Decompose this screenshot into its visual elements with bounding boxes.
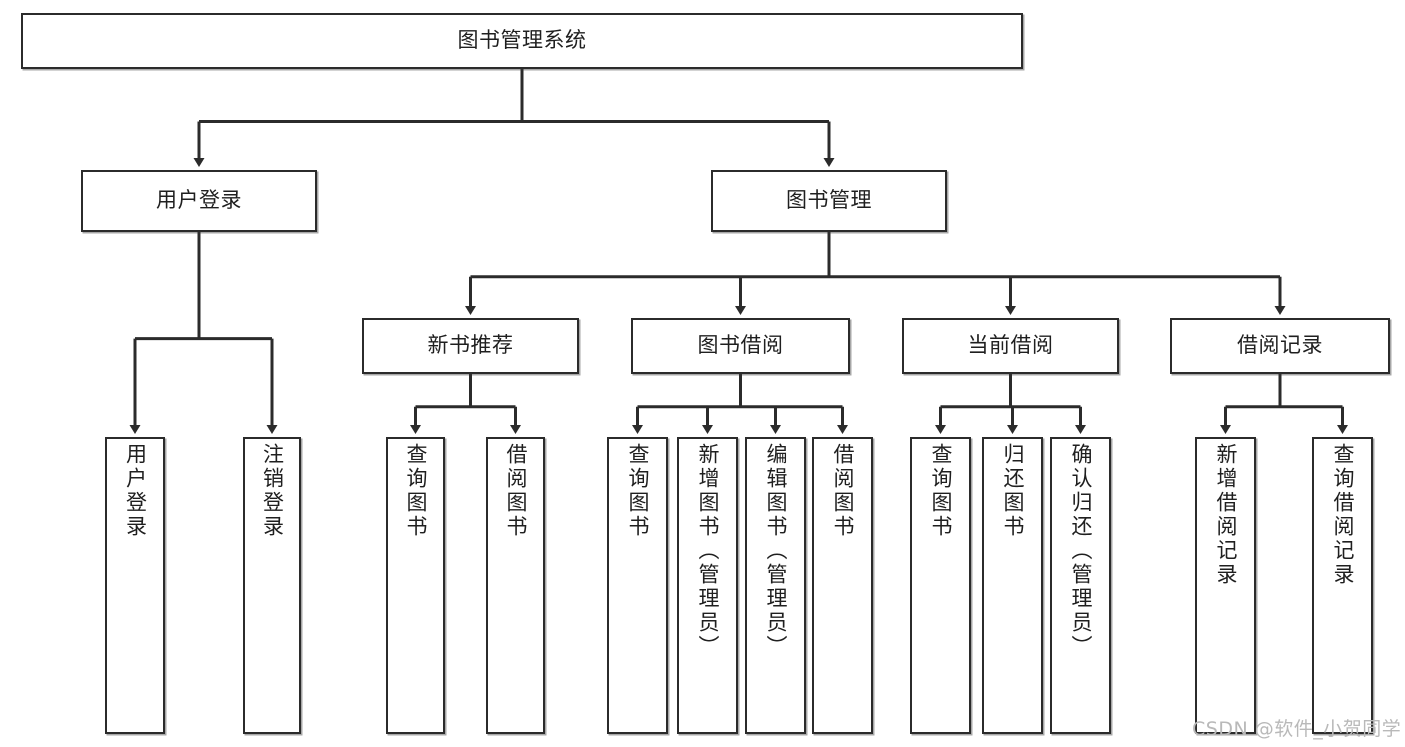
node-borrow[interactable]: 图书借阅 <box>631 318 850 374</box>
node-label: 查询图书 <box>929 443 953 539</box>
node-l-b1[interactable]: 借阅图书 <box>486 437 545 734</box>
node-label: 编辑图书（管理员） <box>764 443 788 659</box>
node-l-qrec[interactable]: 查询借阅记录 <box>1312 437 1373 734</box>
node-label: 用户登录 <box>123 443 148 539</box>
node-l-logout[interactable]: 注销登录 <box>243 437 301 734</box>
node-l-q3[interactable]: 查询图书 <box>910 437 971 734</box>
node-label: 注销登录 <box>260 443 285 539</box>
node-l-add[interactable]: 新增图书（管理员） <box>677 437 738 734</box>
node-records[interactable]: 借阅记录 <box>1170 318 1390 374</box>
node-label: 借阅图书 <box>504 443 528 539</box>
node-l-q1[interactable]: 查询图书 <box>386 437 445 734</box>
node-l-edit[interactable]: 编辑图书（管理员） <box>745 437 806 734</box>
node-label: 归还图书 <box>1001 443 1025 539</box>
node-l-login[interactable]: 用户登录 <box>105 437 165 734</box>
node-label: 新书推荐 <box>427 333 514 358</box>
node-l-conf[interactable]: 确认归还（管理员） <box>1050 437 1111 734</box>
node-label: 新增借阅记录 <box>1214 443 1238 587</box>
node-label: 查询图书 <box>404 443 428 539</box>
node-label: 查询图书 <box>626 443 650 539</box>
node-root[interactable]: 图书管理系统 <box>21 13 1023 69</box>
node-current[interactable]: 当前借阅 <box>902 318 1119 374</box>
node-label: 借阅图书 <box>831 443 855 539</box>
node-label: 图书借阅 <box>697 333 784 358</box>
node-label: 图书管理 <box>786 188 872 213</box>
node-label: 确认归还（管理员） <box>1069 443 1093 659</box>
node-newbook[interactable]: 新书推荐 <box>362 318 579 374</box>
node-l-b2[interactable]: 借阅图书 <box>812 437 873 734</box>
node-login[interactable]: 用户登录 <box>81 170 317 232</box>
node-label: 新增图书（管理员） <box>696 443 720 659</box>
node-label: 用户登录 <box>156 188 242 213</box>
node-bookmgmt[interactable]: 图书管理 <box>711 170 947 232</box>
node-label: 借阅记录 <box>1237 333 1323 358</box>
node-l-ret[interactable]: 归还图书 <box>982 437 1043 734</box>
node-label: 当前借阅 <box>967 333 1054 358</box>
node-label: 查询借阅记录 <box>1331 443 1355 587</box>
node-l-q2[interactable]: 查询图书 <box>607 437 668 734</box>
node-label: 图书管理系统 <box>457 28 587 53</box>
node-l-addrec[interactable]: 新增借阅记录 <box>1195 437 1256 734</box>
